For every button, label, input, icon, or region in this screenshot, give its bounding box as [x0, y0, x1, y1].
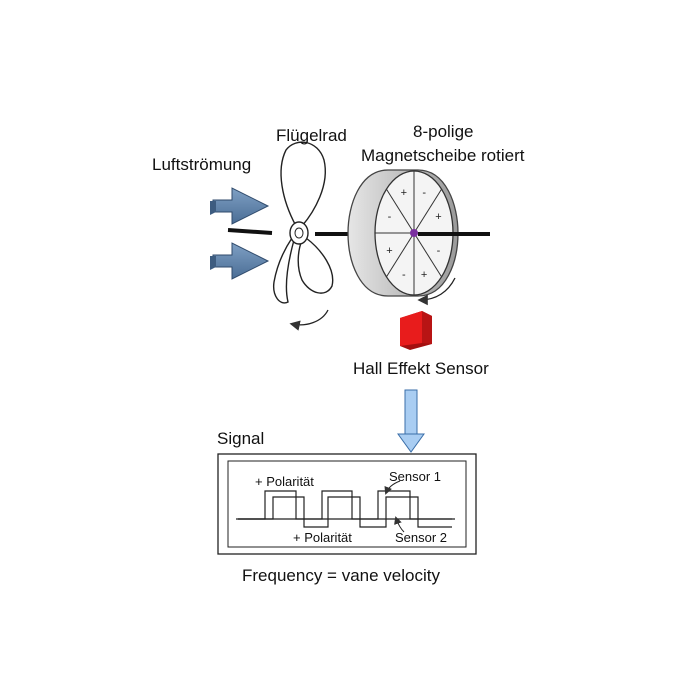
- airflow-arrow-top: [210, 187, 270, 225]
- disk-pole-sign: -: [388, 211, 392, 223]
- disk-pole-sign: -: [437, 245, 441, 257]
- disk-pole-sign: +: [435, 211, 441, 223]
- signal-down-arrow: [397, 389, 425, 453]
- sensor1-label: Sensor 1: [389, 469, 442, 484]
- disk-label-line2: Magnetscheibe rotiert: [361, 146, 525, 165]
- impeller-label: Flügelrad: [276, 126, 347, 145]
- signal-label: Signal: [217, 429, 265, 448]
- sensor1-wave: [238, 490, 452, 520]
- shaft-left: [227, 228, 273, 235]
- airflow-label: Luftströmung: [152, 155, 252, 174]
- signal-box-outer: [217, 453, 477, 555]
- hall-sensor-label: Hall Effekt Sensor: [353, 359, 489, 378]
- formula-label: Frequency = vane velocity: [242, 566, 440, 585]
- disk-pole-sign: +: [401, 187, 407, 199]
- disk-pole-sign: -: [402, 269, 406, 281]
- sensor2-wave: [238, 496, 452, 528]
- disk-hub: [410, 229, 418, 237]
- impeller: [273, 141, 334, 304]
- hall-sensor-block: [400, 311, 432, 350]
- disk-label-line1: 8-polige: [413, 122, 474, 141]
- polarity-top-label: + Polarität: [255, 474, 314, 489]
- sensor2-pointer: [394, 516, 405, 533]
- signal-box-inner: [227, 460, 467, 548]
- impeller-blade-top: [280, 141, 326, 227]
- impeller-blade-left: [273, 236, 295, 304]
- magnetic-disk: +-+-+-+-: [347, 169, 459, 297]
- impeller-blade-right: [297, 237, 334, 294]
- sensor2-label: Sensor 2: [395, 530, 448, 545]
- impeller-rotation-arrow: [289, 309, 329, 331]
- disk-pole-sign: -: [422, 187, 426, 199]
- airflow-arrow-bottom: [210, 242, 270, 280]
- sensor1-pointer: [384, 480, 401, 495]
- disk-rotation-arrow: [417, 277, 456, 306]
- polarity-bottom-label: + Polarität: [293, 530, 352, 545]
- disk-pole-sign: +: [421, 269, 427, 281]
- disk-pole-sign: +: [386, 245, 392, 257]
- disk-pole-signs: +-+-+-+-: [386, 187, 441, 281]
